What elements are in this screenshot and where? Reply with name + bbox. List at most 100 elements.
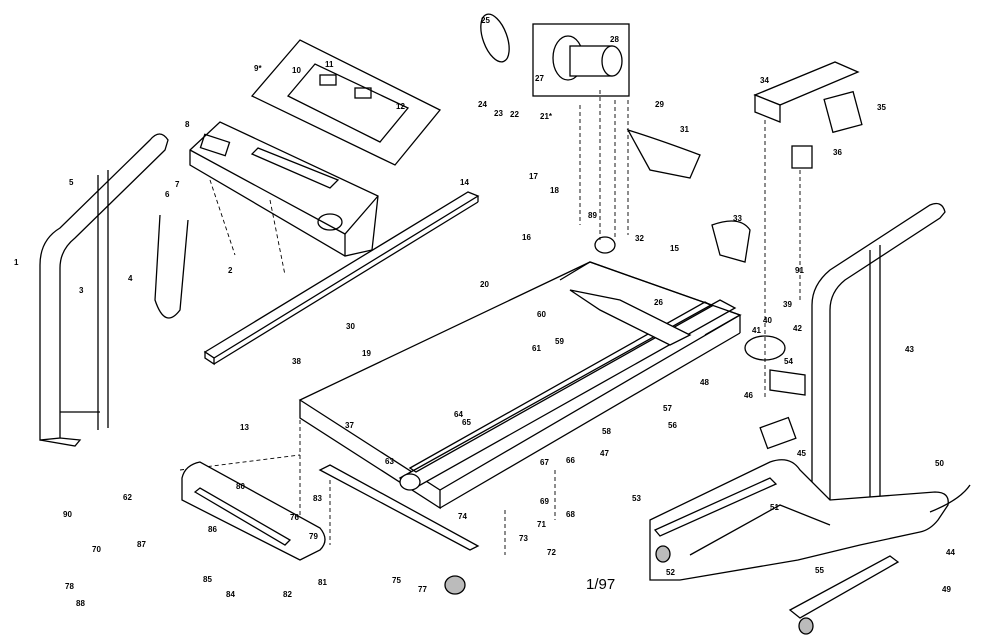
callout-65: 65 bbox=[462, 418, 471, 427]
callout-57: 57 bbox=[663, 404, 672, 413]
callout-55: 55 bbox=[815, 566, 824, 575]
left-upright bbox=[39, 133, 169, 447]
callout-26: 26 bbox=[654, 298, 663, 307]
callout-54: 54 bbox=[784, 357, 793, 366]
callout-24: 24 bbox=[478, 100, 487, 109]
callout-34: 34 bbox=[760, 76, 769, 85]
callout-69: 69 bbox=[540, 497, 549, 506]
callout-52: 52 bbox=[666, 568, 675, 577]
callout-63: 63 bbox=[385, 457, 394, 466]
callout-91: 91 bbox=[795, 266, 804, 275]
callout-80: 80 bbox=[236, 482, 245, 491]
callout-88: 88 bbox=[76, 599, 85, 608]
callout-19: 19 bbox=[362, 349, 371, 358]
callout-27: 27 bbox=[535, 74, 544, 83]
callout-11: 11 bbox=[325, 60, 334, 69]
callout-61: 61 bbox=[532, 344, 541, 353]
callout-83: 83 bbox=[313, 494, 322, 503]
callout-35: 35 bbox=[877, 103, 886, 112]
callout-66: 66 bbox=[566, 456, 575, 465]
callout-1: 1 bbox=[14, 258, 19, 267]
callout-15: 15 bbox=[670, 244, 679, 253]
callout-30: 30 bbox=[346, 322, 355, 331]
motor-assembly bbox=[480, 13, 751, 263]
callout-64: 64 bbox=[454, 410, 463, 419]
callout-31: 31 bbox=[680, 125, 689, 134]
callout-56: 56 bbox=[668, 421, 677, 430]
callout-71: 71 bbox=[537, 520, 546, 529]
callout-29: 29 bbox=[655, 100, 664, 109]
callout-46: 46 bbox=[744, 391, 753, 400]
callout-84: 84 bbox=[226, 590, 235, 599]
callout-12: 12 bbox=[396, 102, 405, 111]
callout-25: 25 bbox=[481, 16, 490, 25]
callout-73: 73 bbox=[519, 534, 528, 543]
callout-33: 33 bbox=[733, 214, 742, 223]
console-overlay bbox=[250, 39, 442, 166]
callout-50: 50 bbox=[935, 459, 944, 468]
side-rail bbox=[203, 191, 480, 366]
callout-5: 5 bbox=[69, 178, 74, 187]
callout-4: 4 bbox=[128, 274, 133, 283]
callout-45: 45 bbox=[797, 449, 806, 458]
callout-53: 53 bbox=[632, 494, 641, 503]
callout-42: 42 bbox=[793, 324, 802, 333]
callout-49: 49 bbox=[942, 585, 951, 594]
base-frame bbox=[649, 459, 949, 635]
callout-58: 58 bbox=[602, 427, 611, 436]
callout-78: 78 bbox=[65, 582, 74, 591]
callout-68: 68 bbox=[566, 510, 575, 519]
callout-60: 60 bbox=[537, 310, 546, 319]
callout-18: 18 bbox=[550, 186, 559, 195]
callout-14: 14 bbox=[460, 178, 469, 187]
callout-43: 43 bbox=[905, 345, 914, 354]
callout-39: 39 bbox=[783, 300, 792, 309]
callout-76: 76 bbox=[290, 513, 299, 522]
callout-89: 89 bbox=[588, 211, 597, 220]
callout-10: 10 bbox=[292, 66, 301, 75]
callout-62: 62 bbox=[123, 493, 132, 502]
callout-87: 87 bbox=[137, 540, 146, 549]
callout-13: 13 bbox=[240, 423, 249, 432]
callout-20: 20 bbox=[480, 280, 489, 289]
rear-base bbox=[181, 461, 480, 595]
date-stamp: 1/97 bbox=[586, 576, 616, 593]
treadmill-frame bbox=[298, 236, 742, 510]
callout-41: 41 bbox=[752, 326, 761, 335]
callout-7: 7 bbox=[175, 180, 180, 189]
brackets bbox=[753, 61, 863, 450]
callout-2: 2 bbox=[228, 266, 233, 275]
callout-16: 16 bbox=[522, 233, 531, 242]
callout-72: 72 bbox=[547, 548, 556, 557]
callout-75: 75 bbox=[392, 576, 401, 585]
callout-28: 28 bbox=[610, 35, 619, 44]
callout-32: 32 bbox=[635, 234, 644, 243]
callout-67: 67 bbox=[540, 458, 549, 467]
callout-38: 38 bbox=[292, 357, 301, 366]
callout-22: 22 bbox=[510, 110, 519, 119]
callout-59: 59 bbox=[555, 337, 564, 346]
callout-3: 3 bbox=[79, 286, 84, 295]
callout-9-star: 9* bbox=[254, 64, 262, 73]
callout-36: 36 bbox=[833, 148, 842, 157]
callout-74: 74 bbox=[458, 512, 467, 521]
callout-37: 37 bbox=[345, 421, 354, 430]
callout-70: 70 bbox=[92, 545, 101, 554]
cords bbox=[154, 214, 971, 513]
right-upright bbox=[811, 202, 946, 521]
callout-17: 17 bbox=[529, 172, 538, 181]
callout-81: 81 bbox=[318, 578, 327, 587]
callout-85: 85 bbox=[203, 575, 212, 584]
callout-82: 82 bbox=[283, 590, 292, 599]
callout-77: 77 bbox=[418, 585, 427, 594]
callout-21-star: 21* bbox=[540, 112, 553, 121]
callout-6: 6 bbox=[165, 190, 170, 199]
callout-86: 86 bbox=[208, 525, 217, 534]
callout-79: 79 bbox=[309, 532, 318, 541]
callout-47: 47 bbox=[600, 449, 609, 458]
callout-51: 51 bbox=[770, 503, 779, 512]
callout-40: 40 bbox=[763, 316, 772, 325]
callout-48: 48 bbox=[700, 378, 709, 387]
